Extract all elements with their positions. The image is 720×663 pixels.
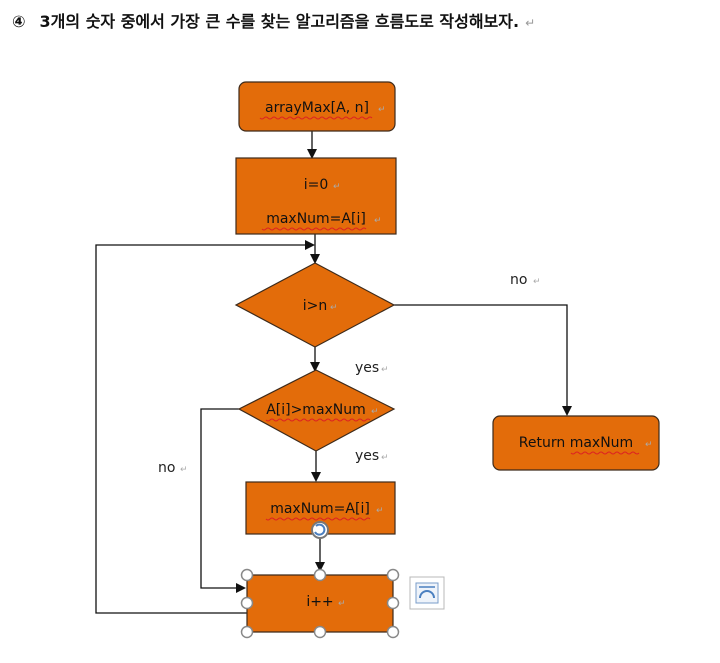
edge-label-yes-2: yes [355, 448, 379, 464]
loop-condition-label: i>n [303, 298, 328, 314]
arrow-loop-no [394, 304, 572, 416]
paragraph-mark-icon: ↵ [525, 16, 536, 30]
compare-condition-label: A[i]>maxNum [266, 402, 366, 418]
paragraph-marks: ↵ ↵ ↵ ↵ ↵ ↵ ↵ ↵ ↵ ↵ ↵ ↵ [180, 105, 653, 609]
page-heading: ④ 3개의 숫자 중에서 가장 큰 수를 찾는 알고리즘을 흐름도로 작성해보자.… [12, 8, 535, 32]
resize-handle-right[interactable] [386, 596, 400, 610]
svg-text:↵: ↵ [376, 506, 384, 516]
edge-label-yes-1: yes [355, 360, 379, 376]
resize-handle-bottom-right[interactable] [386, 625, 400, 639]
svg-text:↵: ↵ [333, 182, 341, 192]
svg-text:↵: ↵ [371, 407, 379, 417]
assign-label: maxNum=A[i] [270, 501, 370, 517]
arrow-compare-no [200, 408, 246, 593]
edge-label-no-top: no [510, 272, 527, 288]
loop-condition-node[interactable]: i>n [234, 262, 396, 348]
svg-text:↵: ↵ [374, 216, 382, 226]
resize-handle-bottom[interactable] [313, 625, 327, 639]
init-process-node[interactable]: i=0 maxNum=A[i] [235, 157, 397, 235]
selection-handles[interactable] [240, 568, 400, 639]
svg-text:↵: ↵ [338, 599, 346, 609]
resize-handle-top-left[interactable] [240, 568, 254, 582]
increment-process-node[interactable]: i++ [246, 574, 394, 633]
resize-handle-top-right[interactable] [386, 568, 400, 582]
init-line-1: i=0 [304, 177, 329, 193]
svg-text:↵: ↵ [378, 105, 386, 115]
heading-number: ④ [12, 12, 26, 31]
return-node[interactable]: Return maxNum [492, 415, 660, 471]
compare-condition-node[interactable]: A[i]>maxNum [237, 369, 396, 452]
svg-text:↵: ↵ [533, 277, 541, 287]
resize-handle-top[interactable] [313, 568, 327, 582]
layout-options-icon[interactable] [409, 576, 445, 610]
return-label: Return maxNum [519, 435, 633, 451]
start-label: arrayMax[A, n] [265, 100, 369, 116]
resize-handle-bottom-left[interactable] [240, 625, 254, 639]
increment-label: i++ [306, 594, 333, 610]
resize-handle-left[interactable] [240, 596, 254, 610]
init-line-2: maxNum=A[i] [266, 211, 366, 227]
connector-lines [95, 131, 572, 614]
svg-text:↵: ↵ [381, 453, 389, 463]
start-node[interactable]: arrayMax[A, n] [238, 81, 396, 132]
svg-text:↵: ↵ [330, 303, 338, 313]
svg-text:↵: ↵ [645, 440, 653, 450]
svg-text:↵: ↵ [180, 465, 188, 475]
rotate-handle-icon[interactable] [311, 521, 329, 539]
heading-text: 3개의 숫자 중에서 가장 큰 수를 찾는 알고리즘을 흐름도로 작성해보자. [39, 12, 520, 31]
svg-text:↵: ↵ [381, 365, 389, 375]
edge-label-no-left: no [158, 460, 175, 476]
arrow-loop-back [95, 240, 315, 614]
